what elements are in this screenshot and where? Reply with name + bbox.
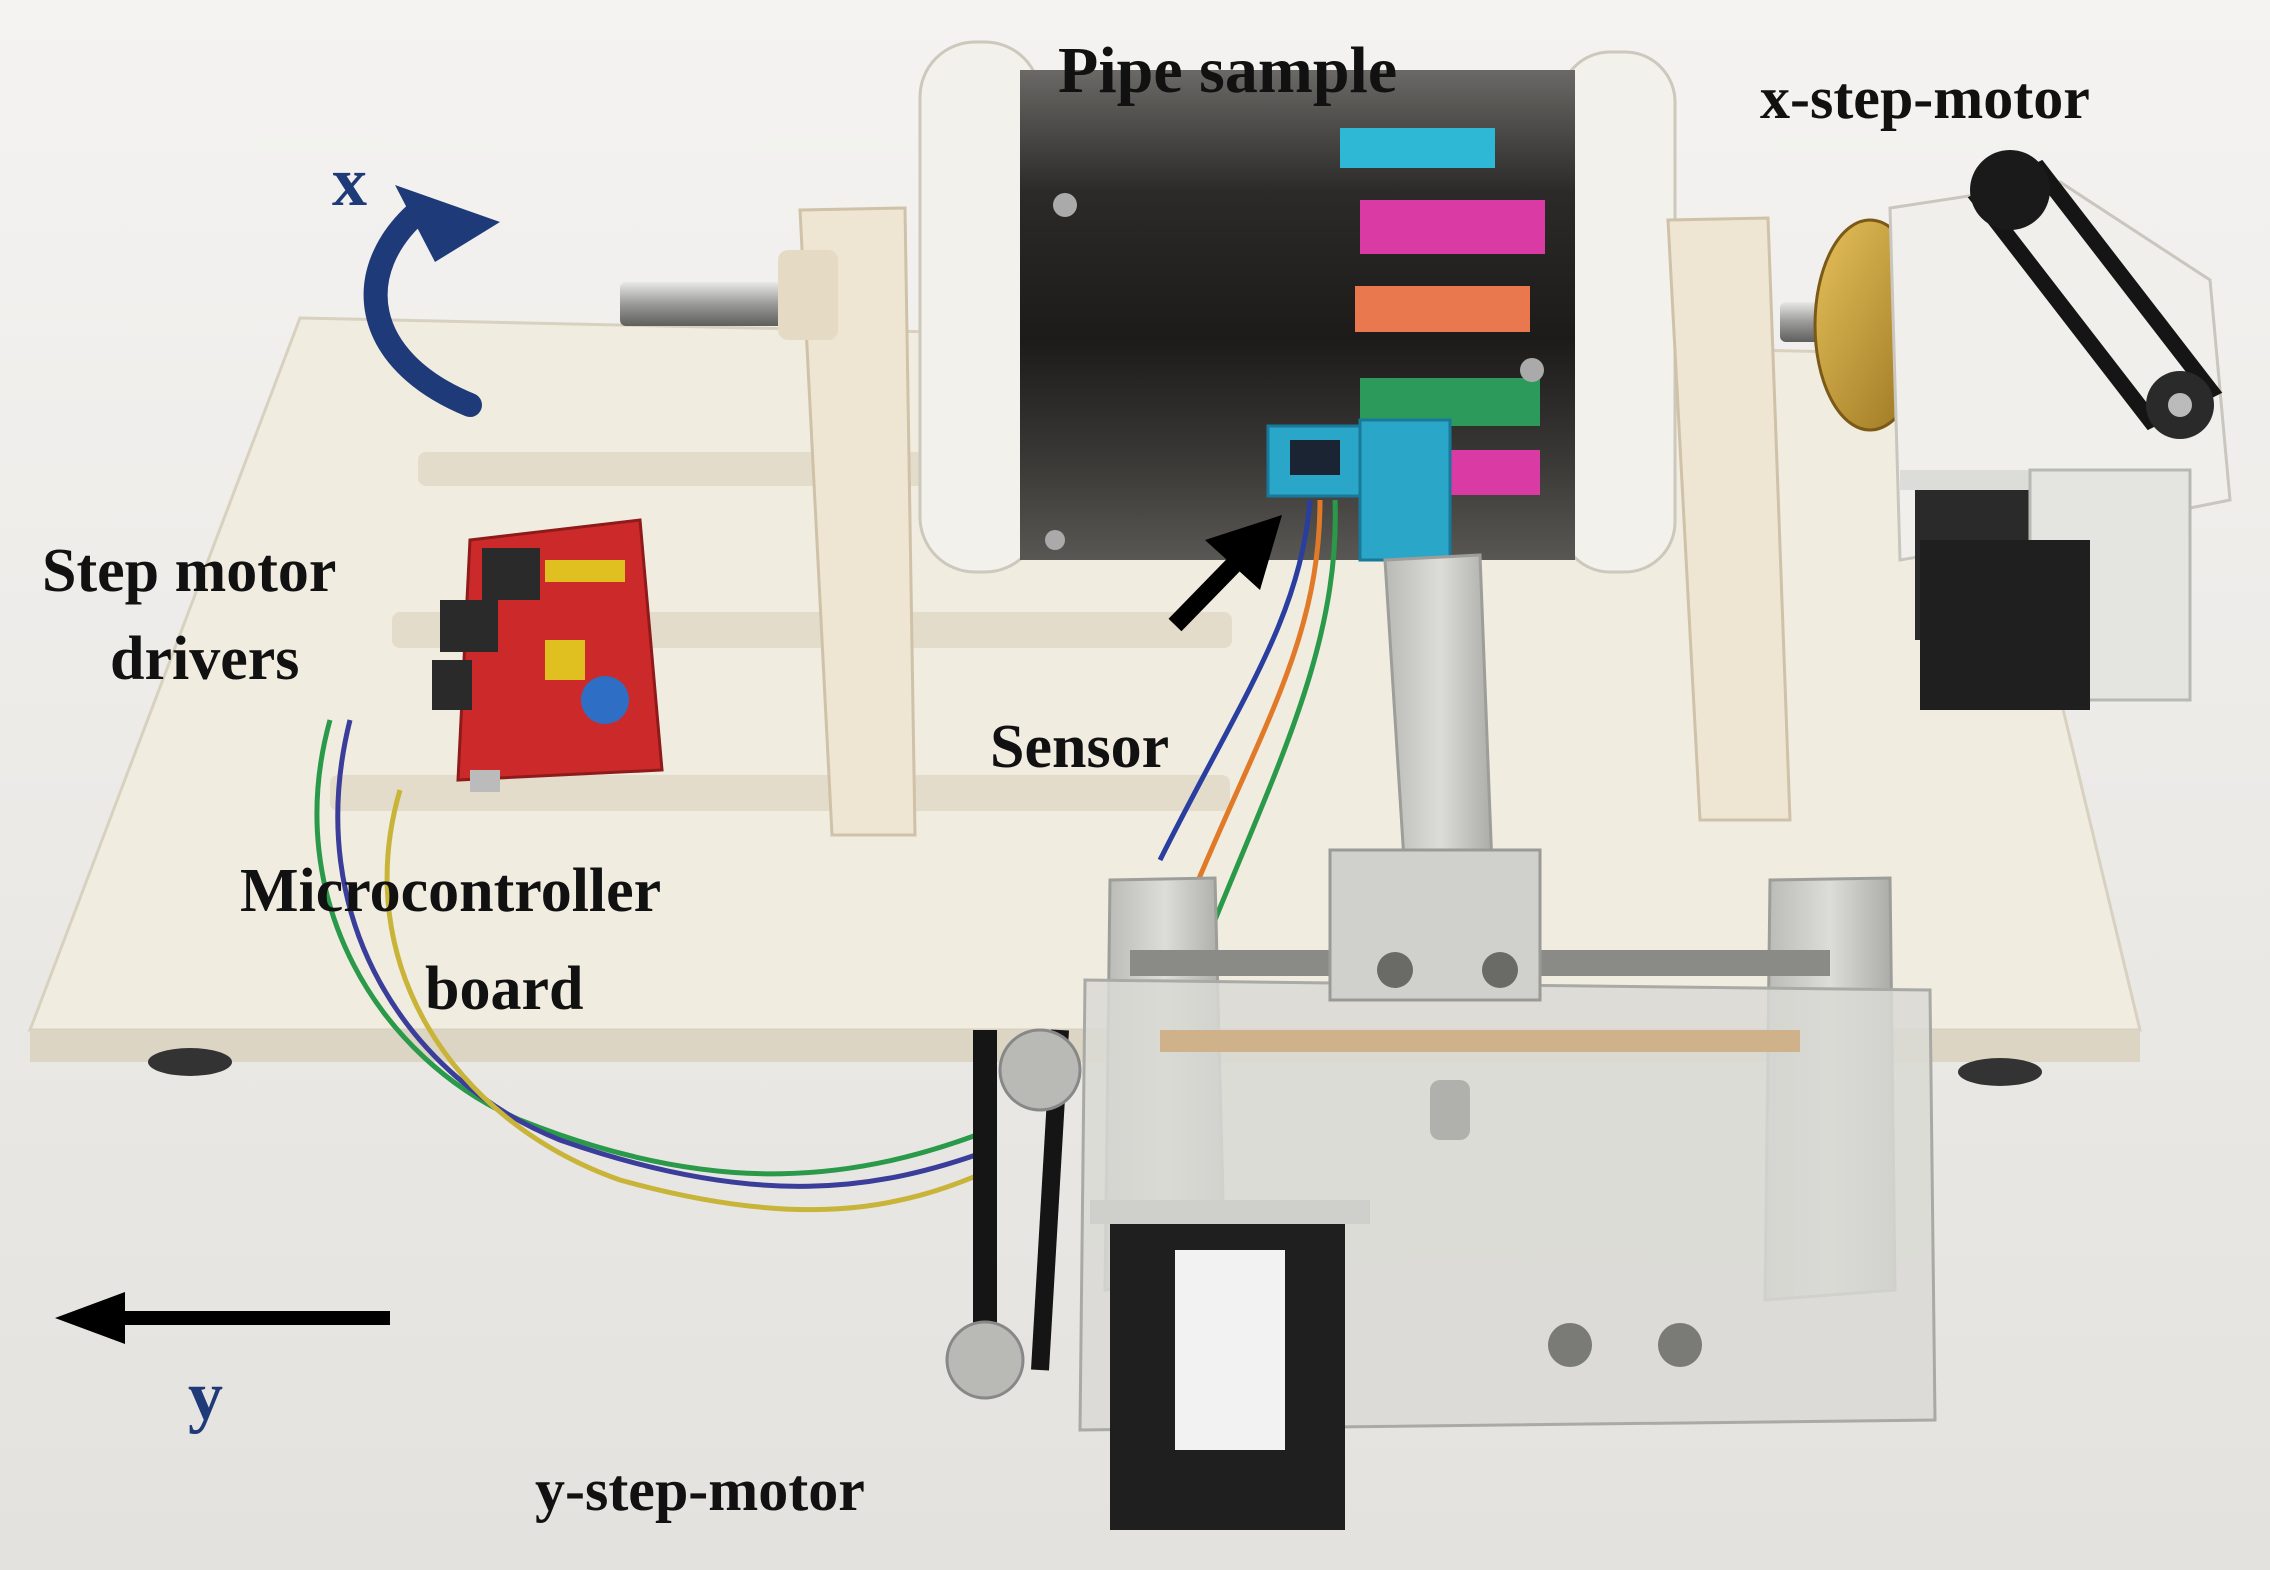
label-x-step-motor: x-step-motor <box>1760 65 2090 131</box>
label-step-motor-drivers-line2: drivers <box>110 625 300 693</box>
label-microcontroller-line2: board <box>425 955 584 1023</box>
label-sensor: Sensor <box>990 713 1170 781</box>
label-step-motor-drivers-line1: Step motor <box>42 537 337 605</box>
label-microcontroller-line1: Microcontroller <box>240 857 662 925</box>
label-pipe-sample: Pipe sample <box>1058 34 1398 107</box>
axis-label-y: y <box>188 1358 223 1435</box>
axis-label-x: x <box>332 144 367 221</box>
label-y-step-motor: y-step-motor <box>535 1457 865 1523</box>
